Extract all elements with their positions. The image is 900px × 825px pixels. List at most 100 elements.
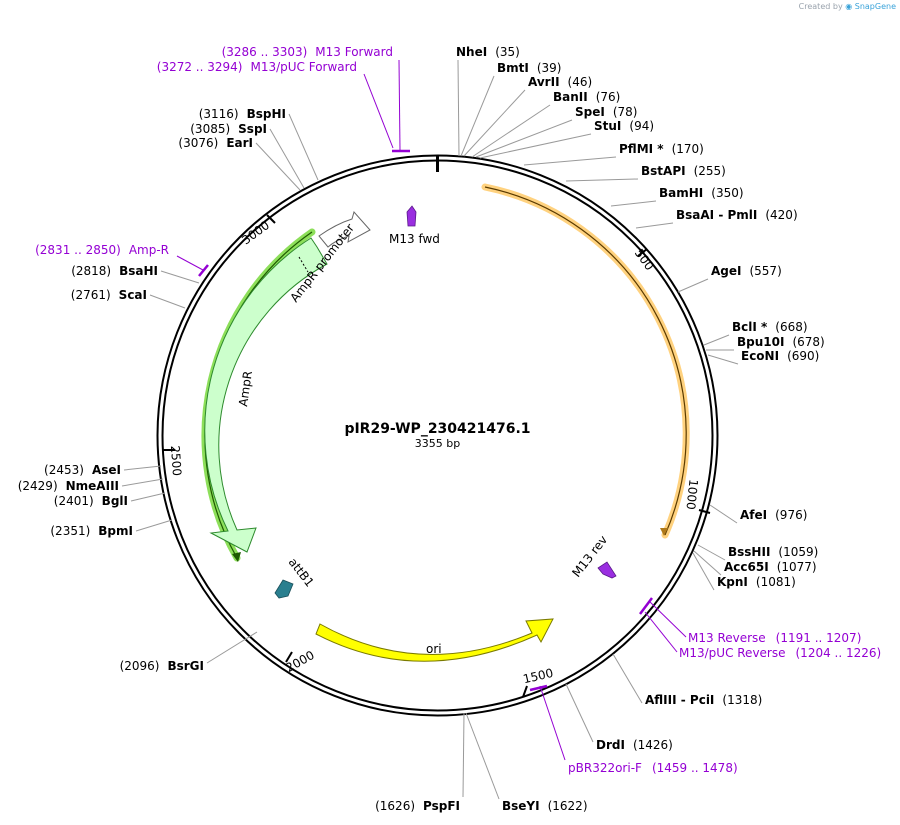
m13-fwd-label: M13 fwd (389, 232, 440, 246)
site-position-kpni: (1081) (756, 575, 796, 589)
site-position-avrii: (46) (568, 75, 593, 89)
site-name-bseyi: BseYI (502, 799, 540, 813)
site-name-drdi: DrdI (596, 738, 625, 752)
site-leader-nhei (457, 59, 460, 157)
site-leader-bsshii (697, 544, 726, 561)
site-leader-bstapi (565, 178, 639, 182)
site-leader-econi (707, 354, 739, 365)
site-leader-pspfi (462, 712, 465, 798)
restriction-site-afliii-pcii: AflIII - PciI (1318) (645, 693, 762, 707)
restriction-site-spei: SpeI(78) (575, 105, 637, 119)
plasmid-name: pIR29-WP_230421476.1 (344, 421, 530, 437)
site-position-bmti: (39) (537, 61, 562, 75)
site-name-econi: EcoNI (741, 349, 779, 363)
site-name-afliii-pcii: AflIII - PciI (645, 693, 714, 707)
site-name-bpmi: BpmI (98, 524, 133, 538)
restriction-site-bstapi: BstAPI(255) (641, 164, 726, 178)
restriction-site-agei: AgeI(557) (711, 264, 782, 278)
site-name-pflmi: PflMI * (619, 142, 664, 156)
site-position-sspi: (3085) (190, 122, 230, 136)
primer-label-m13-reverse: M13 Reverse (688, 631, 766, 645)
site-position-pflmi: (170) (672, 142, 704, 156)
restriction-site-drdi: DrdI(1426) (596, 738, 673, 752)
site-leader-asei (123, 465, 162, 471)
site-name-afei: AfeI (740, 508, 767, 522)
ampr-feature-arrow (204, 237, 328, 553)
primer-range-m13-puc-reverse: (1204 .. 1226) (796, 646, 882, 660)
primer-leader-m13-forward (398, 59, 401, 151)
m13-rev-arrow (597, 561, 617, 579)
primer-m13-forward: (3286 .. 3303)M13 Forward (222, 45, 393, 59)
site-name-bsphi: BspHI (247, 107, 286, 121)
primer-range-amp-r: (2831 .. 2850) (35, 243, 121, 257)
scale-tick-1000 (698, 509, 711, 514)
primer-pbr322ori-f: pBR322ori-F(1459 .. 1478) (568, 761, 738, 775)
site-leader-bpmi (135, 519, 173, 532)
site-leader-kpni (692, 552, 715, 591)
site-position-bpmi: (2351) (50, 524, 90, 538)
restriction-site-banii: BanII(76) (553, 90, 620, 104)
snapgene-credit: Created by ◉ SnapGene (799, 2, 896, 11)
restriction-site-bpu10i: Bpu10I (678) (737, 335, 825, 349)
primer-bar-amp-r (198, 264, 209, 277)
site-position-afliii-pcii: (1318) (722, 693, 762, 707)
site-position-bgli: (2401) (54, 494, 94, 508)
site-leader-spei (475, 119, 573, 158)
primer-amp-r: (2831 .. 2850) Amp-R (35, 243, 169, 257)
site-name-bsahi: BsaHI (119, 264, 158, 278)
site-position-pspfi: (1626) (375, 799, 415, 813)
snapgene-logo-icon: ◉ (845, 2, 853, 11)
primer-bar-m13-reverse (639, 597, 653, 615)
site-leader-banii (471, 104, 551, 158)
orange-feature-arc-halo (481, 183, 690, 539)
site-name-kpni: KpnI (717, 575, 748, 589)
restriction-site-kpni: KpnI (1081) (717, 575, 796, 589)
restriction-site-afei: AfeI(976) (740, 508, 807, 522)
site-name-bsaai-pmli: BsaAI - PmlI (676, 208, 757, 222)
credit-brand: SnapGene (854, 2, 896, 11)
orange-feature-arrowhead (660, 528, 668, 536)
site-name-bmti: BmtI (497, 61, 529, 75)
restriction-site-econi: EcoNI(690) (741, 349, 819, 363)
site-position-bsrgi: (2096) (120, 659, 160, 673)
restriction-site-nmeaiii: (2429) NmeAIII (18, 479, 119, 493)
site-position-bsshii: (1059) (778, 545, 818, 559)
site-name-bamhi: BamHI (659, 186, 703, 200)
site-position-nhei: (35) (495, 45, 520, 59)
primer-m13-reverse: M13 Reverse(1191 .. 1207) (688, 631, 861, 645)
site-name-bgli: BglI (102, 494, 128, 508)
primer-leader-pbr322ori-f (539, 685, 566, 761)
green-feature-arrowhead (232, 552, 241, 562)
site-name-nmeaiii: NmeAIII (66, 479, 119, 493)
site-position-nmeaiii: (2429) (18, 479, 58, 493)
site-name-bstapi: BstAPI (641, 164, 686, 178)
m13-fwd-arrow (406, 205, 417, 227)
site-position-spei: (78) (613, 105, 638, 119)
restriction-site-bsaai-pmli: BsaAI - PmlI(420) (676, 208, 798, 222)
site-position-bseyi: (1622) (548, 799, 588, 813)
primer-label-m13-forward: M13 Forward (315, 45, 393, 59)
restriction-site-bsshii: BssHII(1059) (728, 545, 818, 559)
restriction-site-scai: (2761)ScaI (71, 288, 147, 302)
site-name-bsrgi: BsrGI (167, 659, 204, 673)
scale-tick-label-2000: 2000 (283, 648, 317, 675)
site-position-bpu10i: (678) (792, 335, 824, 349)
primer-leader-amp-r (176, 255, 204, 271)
site-name-asei: AseI (92, 463, 121, 477)
site-leader-afei (709, 504, 738, 524)
site-name-bpu10i: Bpu10I (737, 335, 784, 349)
attb1-arrow (274, 579, 294, 599)
restriction-site-bgli: (2401) BglI (54, 494, 128, 508)
restriction-site-pspfi: (1626)PspFI (375, 799, 460, 813)
site-position-asei: (2453) (44, 463, 84, 477)
primer-m13-puc-reverse: M13/pUC Reverse(1204 .. 1226) (679, 646, 881, 660)
primer-label-amp-r: Amp-R (129, 243, 169, 257)
restriction-site-bpmi: (2351) BpmI (50, 524, 133, 538)
site-name-bcli: BclI * (732, 320, 768, 334)
restriction-site-asei: (2453) AseI (44, 463, 121, 477)
restriction-site-acc65i: Acc65I(1077) (724, 560, 817, 574)
site-leader-eari (255, 142, 301, 191)
site-leader-nmeaiii (121, 478, 164, 487)
